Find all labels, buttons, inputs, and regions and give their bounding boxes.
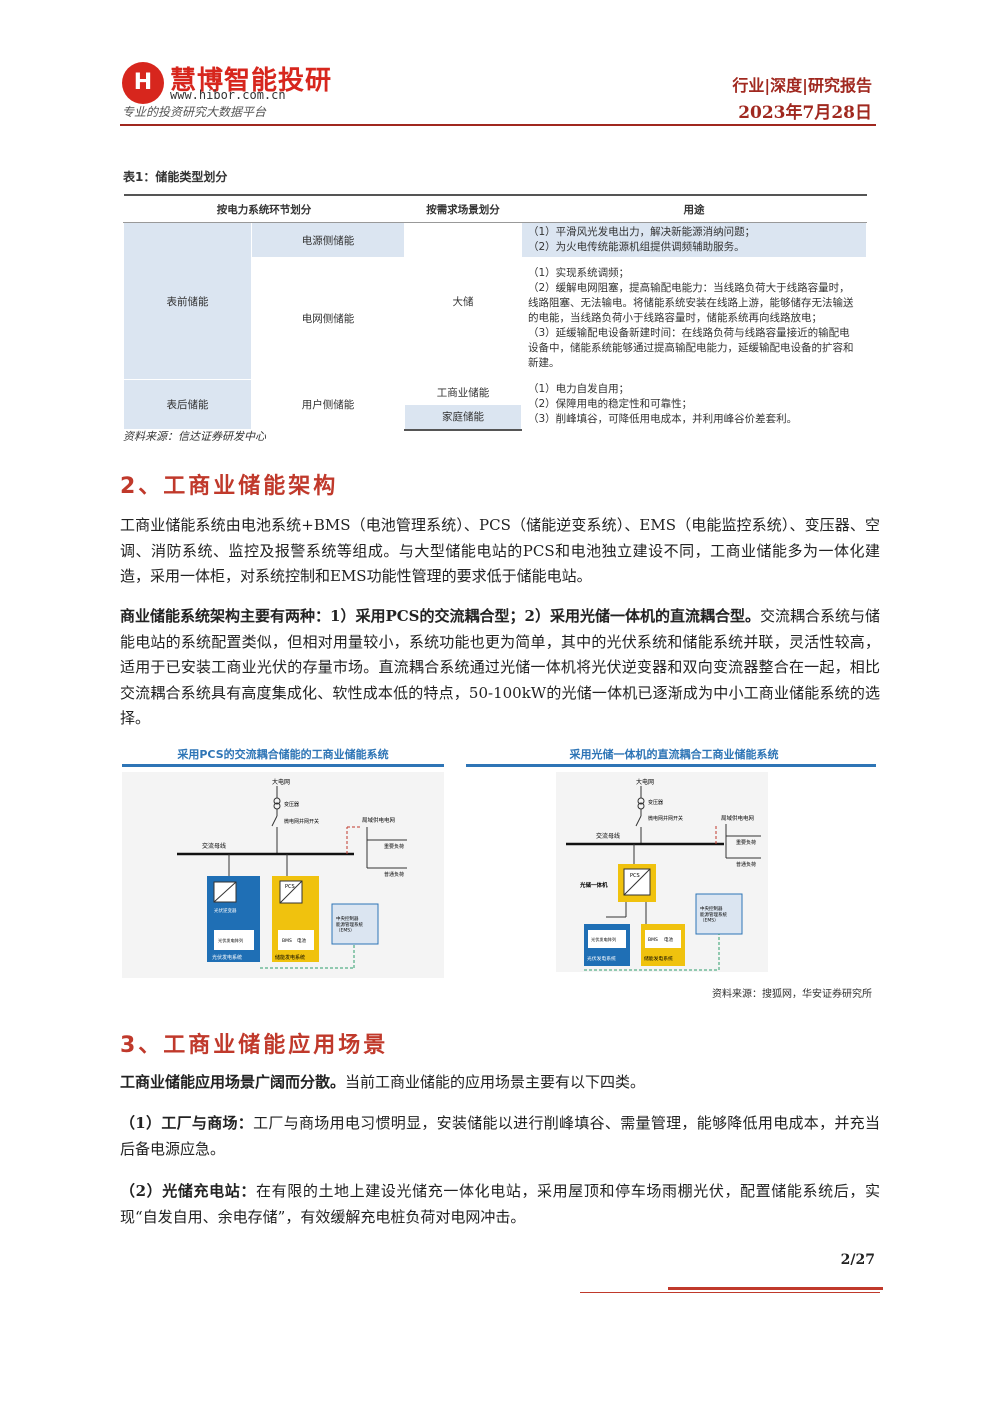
table-header: 按电力系统环节划分 bbox=[123, 194, 405, 223]
bus-label: 交流母线 bbox=[202, 842, 226, 850]
table-row: 表前储能 电源侧储能 大储 （1）平滑风光发电出力，解决新能源消纳问题； （2）… bbox=[123, 222, 867, 380]
storage-type-table: 按电力系统环节划分 按需求场景划分 用途 表前储能 电源侧储能 大储 （1）平滑… bbox=[123, 194, 867, 431]
section-title: 3、工商业储能应用场景 bbox=[120, 1033, 389, 1058]
header-divider bbox=[120, 124, 876, 126]
pcs-label: PCS bbox=[630, 873, 640, 879]
report-type: 行业|深度|研究报告 bbox=[732, 76, 872, 95]
footer-rule bbox=[668, 1287, 883, 1290]
logo-url[interactable]: www.hibor.com.cn bbox=[170, 88, 286, 102]
table-row: 家庭储能 bbox=[124, 404, 867, 431]
table-cell: （1）平滑风光发电出力，解决新能源消纳问题； （2）为火电传统能源机组提供调频辅… bbox=[521, 222, 867, 258]
pv-panel-box bbox=[214, 930, 254, 950]
table-cell: 表后储能 bbox=[123, 379, 252, 430]
transformer-label: 变压器 bbox=[284, 801, 299, 808]
ems-label: 中央控制器能源管理系统（EMS） bbox=[336, 915, 363, 934]
pv-inverter-icon bbox=[213, 881, 237, 903]
pv-inverter-label: 光伏逆变器 bbox=[214, 907, 237, 914]
es-system-label: 储能发电系统 bbox=[275, 954, 305, 961]
local-grid-label: 局域供电电网 bbox=[721, 814, 755, 822]
table-cell: （1）电力自发自用； （2）保障用电的稳定性和可靠性； （3）削峰填谷，可降低用… bbox=[521, 379, 867, 430]
transformer-icon bbox=[273, 797, 281, 805]
diagram-right: 大电网 变压器 微电网并网开关 交流母线 局域供电电网 重要负荷 普通负荷 PC… bbox=[556, 772, 768, 972]
transformer-label: 变压器 bbox=[648, 799, 663, 806]
table-cell: 表前储能 bbox=[123, 222, 252, 380]
table-cell: （1）实现系统调频； （2）缓解电网阻塞，提高输配电能力：当线路负荷大于线路容量… bbox=[521, 257, 867, 380]
paragraph-bold: （2）光储充电站： bbox=[120, 1182, 256, 1200]
section-title: 2、工商业储能架构 bbox=[120, 474, 339, 499]
paragraph: （2）光储充电站：在有限的土地上建设光储充一体化电站，采用屋顶和停车场雨棚光伏，… bbox=[120, 1179, 880, 1230]
diagram-right-title: 采用光储一体机的直流耦合工商业储能系统 bbox=[569, 748, 779, 761]
battery-label: 电池 bbox=[664, 936, 673, 943]
paragraph: 商业储能系统架构主要有两种：1）采用PCS的交流耦合型；2）采用光储一体机的直流… bbox=[120, 604, 880, 732]
grid-label: 大电网 bbox=[636, 778, 654, 786]
pv-panel-box bbox=[588, 930, 626, 948]
table-cell: 家庭储能 bbox=[404, 404, 522, 431]
report-date: 2023年7月28日 bbox=[738, 103, 872, 123]
ems-box bbox=[695, 893, 743, 935]
battery-label: 电池 bbox=[297, 937, 306, 944]
normal-load-label: 普通负荷 bbox=[736, 861, 756, 868]
pv-system-label: 光伏发电系统 bbox=[587, 955, 616, 962]
diagram-left-title: 采用PCS的交流耦合储能的工商业储能系统 bbox=[177, 748, 389, 761]
normal-load-label: 普通负荷 bbox=[384, 871, 404, 878]
pv-panel-label: 光伏发电阵列 bbox=[591, 936, 616, 943]
bus-label: 交流母线 bbox=[596, 832, 620, 840]
paragraph: 工商业储能应用场景广阔而分散。当前工商业储能的应用场景主要有以下四类。 bbox=[120, 1070, 880, 1096]
paragraph-text: 交流耦合系统与储能电站的系统配置类似，但相对用量较小，系统功能也更为简单，其中的… bbox=[120, 607, 880, 727]
logo-name: 慧博智能投研 bbox=[170, 66, 333, 96]
all-in-one-label: 光储一体机 bbox=[579, 881, 608, 889]
table-header: 按需求场景划分 bbox=[404, 194, 522, 223]
pcs-icon bbox=[279, 880, 303, 904]
battery-box bbox=[645, 930, 681, 948]
logo-icon: H bbox=[122, 62, 164, 104]
ems-label: 中央控制器能源管理系统（EMS） bbox=[700, 905, 727, 924]
paragraph-text: 工厂与商场用电习惯明显，安装储能以进行削峰填谷、需量管理，能够降低用电成本，并充… bbox=[120, 1114, 880, 1158]
paragraph-text: 在有限的土地上建设光储充一体化电站，采用屋顶和停车场雨棚光伏，配置储能系统后，实… bbox=[120, 1182, 880, 1226]
important-load-label: 重要负荷 bbox=[736, 839, 756, 846]
table-source: 资料来源：信达证券研发中心 bbox=[123, 430, 266, 443]
switch-icon bbox=[635, 815, 642, 827]
switch-icon bbox=[271, 815, 278, 827]
logo-slogan: 专业的投资研究大数据平台 bbox=[122, 105, 267, 119]
table-row: 表后储能 用户侧储能 工商业储能 （1）电力自发自用； （2）保障用电的稳定性和… bbox=[123, 379, 867, 430]
diagram-source: 资料来源：搜狐网，华安证券研究所 bbox=[712, 989, 872, 1000]
diagram-right-rule bbox=[466, 764, 876, 767]
paragraph-bold: （1）工厂与商场： bbox=[120, 1114, 254, 1132]
pcs-icon bbox=[623, 868, 651, 896]
table-cell: 电源侧储能 bbox=[251, 222, 405, 258]
footer-rule bbox=[580, 1292, 880, 1293]
battery-box bbox=[278, 930, 314, 950]
table-cell: 大储 bbox=[404, 222, 522, 380]
switch-label: 微电网并网开关 bbox=[284, 818, 319, 825]
pcs-label: PCS bbox=[285, 884, 295, 890]
paragraph-bold: 商业储能系统架构主要有两种：1）采用PCS的交流耦合型；2）采用光储一体机的直流… bbox=[120, 607, 760, 625]
paragraph: 工商业储能系统由电池系统+BMS（电池管理系统）、PCS（储能逆变系统）、EMS… bbox=[120, 516, 880, 585]
important-load-label: 重要负荷 bbox=[384, 843, 404, 850]
paragraph: （1）工厂与商场：工厂与商场用电习惯明显，安装储能以进行削峰填谷、需量管理，能够… bbox=[120, 1111, 880, 1162]
diagram-left: 大电网 变压器 微电网并网开关 交流母线 局域供电电网 重要负荷 普通负荷 光伏… bbox=[122, 772, 444, 978]
paragraph-bold: 工商业储能应用场景广阔而分散。 bbox=[120, 1073, 346, 1091]
switch-label: 微电网并网开关 bbox=[648, 815, 683, 822]
table-cell: 用户侧储能 bbox=[251, 379, 405, 430]
table-caption: 表1：储能类型划分 bbox=[123, 170, 228, 184]
bms-label: BMS bbox=[282, 938, 292, 944]
paragraph-text: 当前工商业储能的应用场景主要有以下四类。 bbox=[345, 1073, 646, 1091]
pv-system-label: 光伏发电系统 bbox=[212, 954, 242, 961]
table-cell: 工商业储能 bbox=[404, 379, 522, 405]
local-grid-label: 局域供电电网 bbox=[362, 816, 396, 824]
table-cell: 电网侧储能 bbox=[251, 257, 405, 380]
table-header: 用途 bbox=[521, 194, 867, 223]
bms-label: BMS bbox=[648, 937, 658, 943]
page-number: 2/27 bbox=[840, 1252, 875, 1268]
table-row: 电网侧储能 （1）实现系统调频； （2）缓解电网阻塞，提高输配电能力：当线路负荷… bbox=[124, 257, 867, 380]
grid-label: 大电网 bbox=[272, 778, 290, 786]
pv-panel-label: 光伏发电阵列 bbox=[218, 937, 243, 944]
diagram-left-rule bbox=[122, 764, 444, 767]
transformer-icon bbox=[637, 797, 645, 805]
es-system-label: 储能发电系统 bbox=[644, 955, 673, 962]
ems-box bbox=[331, 903, 379, 945]
table-header-row: 按电力系统环节划分 按需求场景划分 用途 bbox=[123, 194, 867, 223]
